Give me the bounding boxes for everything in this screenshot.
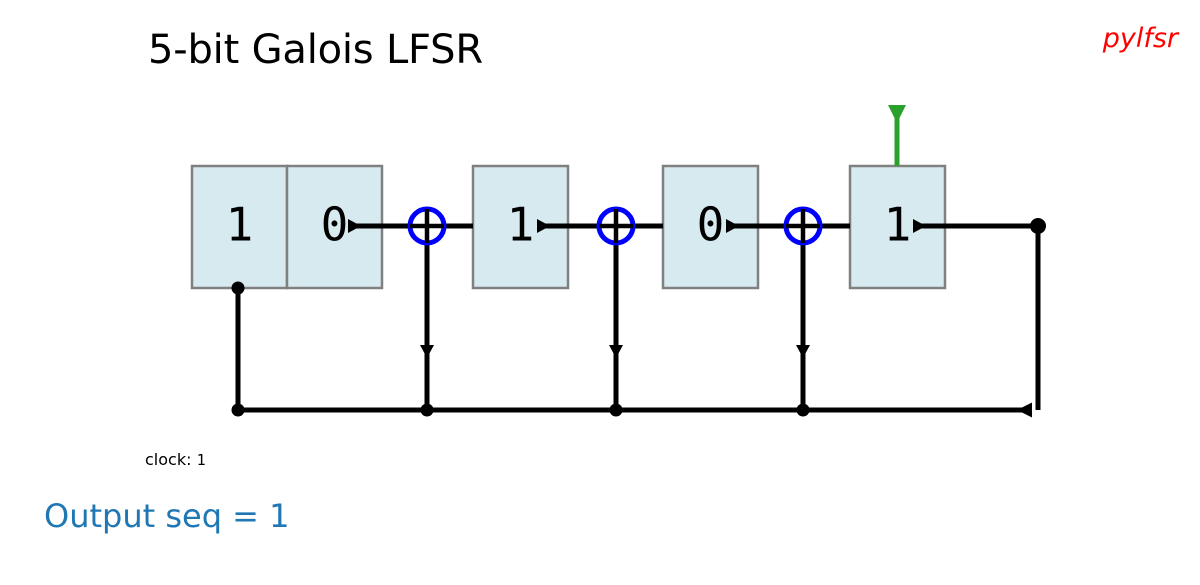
junction-dot-icon-bus-left: [231, 403, 245, 417]
xor-gate-icon-0[interactable]: [407, 206, 447, 246]
junction-dot-icon-bus-tap0: [420, 403, 434, 417]
xor-gates: [407, 206, 823, 246]
xor-gate-icon-1[interactable]: [596, 206, 636, 246]
xor-gate-icon-2[interactable]: [783, 206, 823, 246]
junction-dots: [231, 218, 1046, 417]
register-cell-3-value: 0: [697, 198, 725, 252]
register-cell-1-value: 0: [321, 198, 349, 252]
clock-prefix-label: clock:: [145, 450, 192, 469]
register-cell-2-value: 1: [507, 198, 535, 252]
junction-dot-icon-cell1-bottom: [231, 281, 245, 295]
pylfsr-brand-label: pylfsr: [1102, 23, 1178, 54]
junction-dot-icon-feedback-top: [1030, 218, 1046, 234]
output-seq-value: 1: [269, 497, 290, 535]
register-cell-4-value: 1: [884, 198, 912, 252]
tap-lines: [235, 226, 1041, 410]
junction-dot-icon-bus-tap1: [609, 403, 623, 417]
clock-value: 1: [196, 451, 206, 469]
page-title: 5-bit Galois LFSR: [148, 27, 483, 73]
register-cell-0-value: 1: [226, 198, 254, 252]
junction-dot-icon-bus-tap2: [796, 403, 810, 417]
output-seq-label: Output seq =: [44, 497, 259, 535]
output-seq-status: Output seq = 1: [44, 497, 290, 535]
clock-status: clock: 1: [145, 450, 206, 469]
